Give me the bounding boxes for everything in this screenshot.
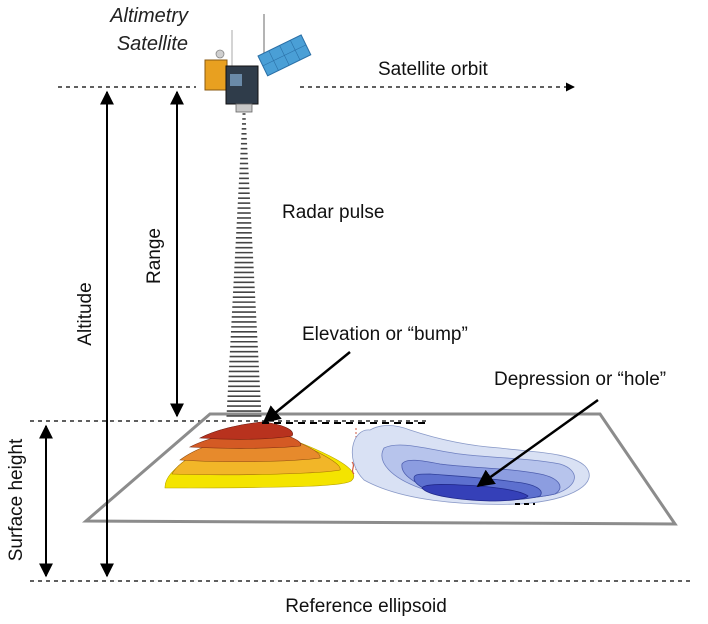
satellite-label-line2: Satellite (117, 33, 188, 55)
depression-pointer-arrow (476, 398, 599, 488)
depression-label: Depression or “hole” (494, 369, 666, 390)
reference-ellipsoid-label: Reference ellipsoid (285, 596, 447, 617)
elevation-label: Elevation or “bump” (302, 324, 468, 345)
range-label: Range (144, 228, 165, 284)
satellite-icon (204, 14, 312, 113)
satellite-orbit-label: Satellite orbit (378, 59, 489, 80)
depression-hole (351, 425, 590, 505)
satellite-label-line1: Altimetry (109, 5, 189, 27)
radar-pulse-label: Radar pulse (282, 202, 384, 223)
elevation-pointer-arrow (262, 351, 351, 424)
surface-height-label: Surface height (6, 438, 27, 561)
surface-plane (81, 412, 678, 526)
radar-pulse (226, 113, 262, 417)
altitude-label: Altitude (75, 282, 96, 345)
bump-edge-mark (351, 461, 355, 475)
elevation-bump (164, 421, 354, 489)
